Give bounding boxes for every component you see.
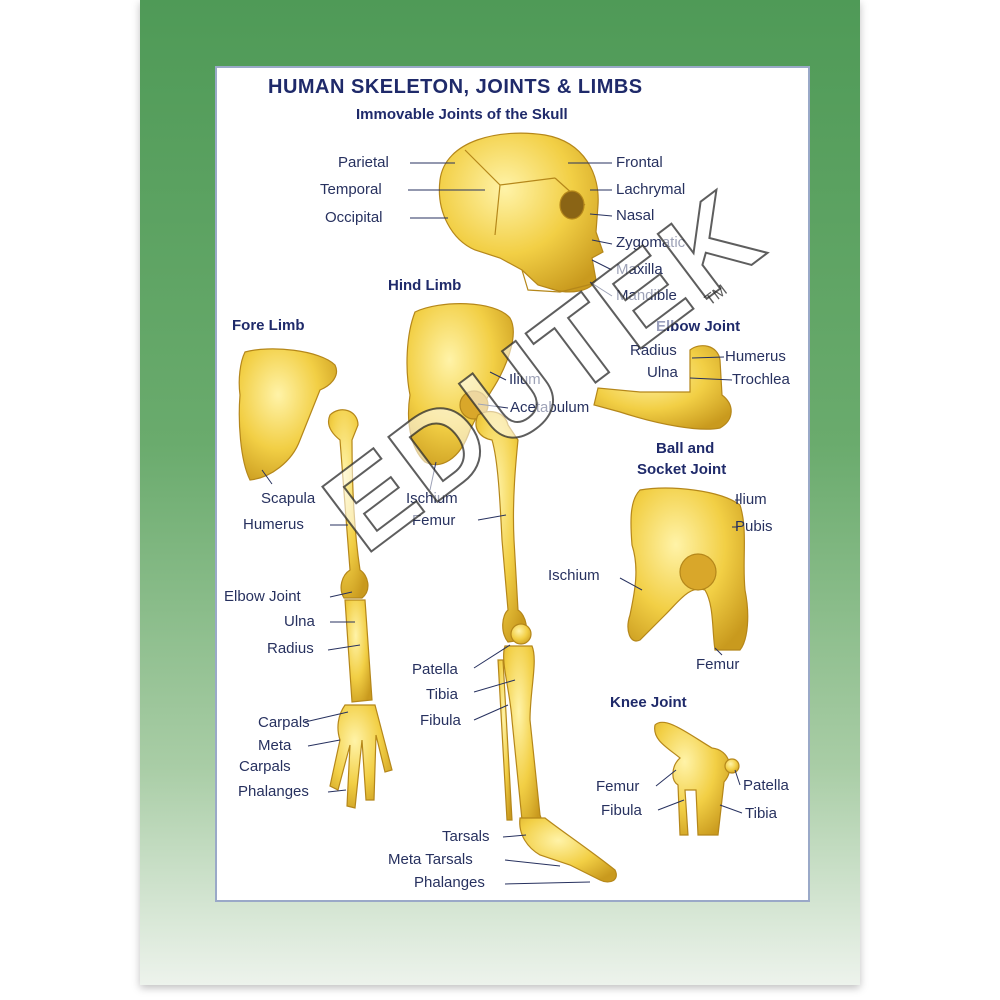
forearm-drawing <box>344 599 373 703</box>
ball-socket-heading-line2: Socket Joint <box>637 461 727 478</box>
scapula-drawing <box>238 348 338 481</box>
knee-joint-heading: Knee Joint <box>610 694 687 711</box>
label-elbow-humerus: Humerus <box>725 348 786 365</box>
label-frontal: Frontal <box>616 154 663 171</box>
patella-drawing <box>510 623 532 645</box>
label-knee-fibula: Fibula <box>601 802 642 819</box>
label-trochlea: Trochlea <box>732 371 790 388</box>
label-knee-patella: Patella <box>743 777 789 794</box>
poster-subtitle: Immovable Joints of the Skull <box>356 106 568 123</box>
label-pubis: Pubis <box>735 518 773 535</box>
label-ball-femur: Femur <box>696 656 740 673</box>
fibula-drawing <box>497 659 513 821</box>
label-hind-ischium: Ischium <box>406 490 458 507</box>
humerus-drawing <box>327 409 369 599</box>
label-hind-phalanges: Phalanges <box>414 874 485 891</box>
pelvis-drawing <box>406 303 514 466</box>
label-maxilla: Maxilla <box>616 261 663 278</box>
label-fibula: Fibula <box>420 712 461 729</box>
label-hind-femur: Femur <box>412 512 456 529</box>
label-radius: Radius <box>267 640 314 657</box>
label-fore-elbow-joint: Elbow Joint <box>224 588 301 605</box>
label-meta-tarsals: Meta Tarsals <box>388 851 473 868</box>
poster-title: HUMAN SKELETON, JOINTS & LIMBS <box>268 76 643 98</box>
label-tibia: Tibia <box>426 686 458 703</box>
label-parietal: Parietal <box>338 154 389 171</box>
label-elbow-ulna: Ulna <box>647 364 678 381</box>
label-elbow-radius: Radius <box>630 342 677 359</box>
label-humerus: Humerus <box>243 516 304 533</box>
label-patella: Patella <box>412 661 458 678</box>
label-hind-ilium: Ilium <box>509 371 541 388</box>
leader-lines <box>261 162 743 885</box>
label-carpals: Carpals <box>258 714 310 731</box>
label-knee-tibia: Tibia <box>745 805 777 822</box>
elbow-joint-heading: Elbow Joint <box>656 318 741 335</box>
label-mandible: Mandible <box>616 287 677 304</box>
label-meta-carpals: Carpals <box>239 758 291 775</box>
skull-drawing <box>438 132 604 293</box>
foot-drawing <box>519 817 617 883</box>
label-lachrymal: Lachrymal <box>616 181 686 198</box>
fore-limb-heading: Fore Limb <box>232 317 305 334</box>
label-ball-ischium: Ischium <box>548 567 600 584</box>
label-knee-femur: Femur <box>596 778 640 795</box>
knee-joint-drawing <box>654 721 731 836</box>
label-acetabulum: Acetabulum <box>510 399 590 416</box>
label-meta: Meta <box>258 737 292 754</box>
label-ulna: Ulna <box>284 613 315 630</box>
label-ball-ilium: Ilium <box>735 491 767 508</box>
label-scapula: Scapula <box>261 490 316 507</box>
ball-socket-heading-line1: Ball and <box>656 440 715 457</box>
label-zygomatic: Zygomatic <box>616 234 686 251</box>
label-nasal: Nasal <box>616 207 655 224</box>
label-occipital: Occipital <box>325 209 383 226</box>
label-temporal: Temporal <box>320 181 382 198</box>
hand-drawing <box>329 704 393 809</box>
hind-limb-heading: Hind Limb <box>388 277 462 294</box>
label-tarsals: Tarsals <box>442 828 490 845</box>
label-fore-phalanges: Phalanges <box>238 783 309 800</box>
elbow-joint-drawing <box>593 345 732 430</box>
